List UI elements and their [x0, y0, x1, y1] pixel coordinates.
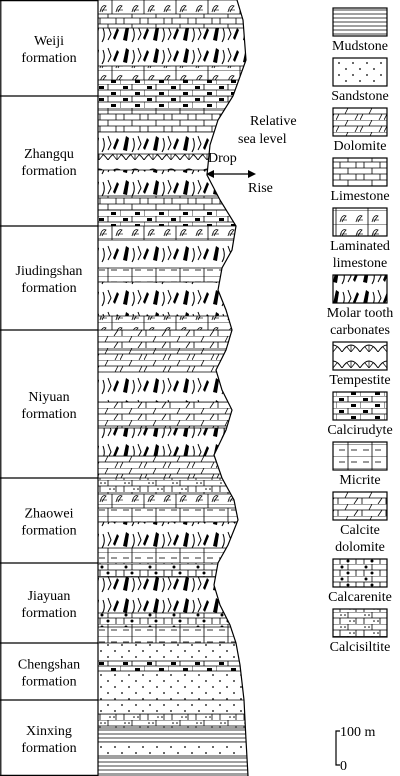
- legend-label: limestone: [333, 256, 387, 271]
- lithology-column: [98, 0, 249, 776]
- formation-name: Weiji: [34, 34, 64, 49]
- formation-name: Jiudingshan: [16, 264, 83, 279]
- legend-item-calcite-dolomite: Calcite dolomite: [332, 491, 388, 555]
- legend-swatch: [333, 58, 387, 86]
- formation-name: Zhangqu: [24, 147, 74, 162]
- legend-item-dolomite: Dolomite: [332, 107, 388, 154]
- sea-level-annotation: Relative sea level Drop Rise: [206, 114, 297, 196]
- legend-item-molar-tooth: Molar tooth carbonates: [327, 274, 394, 338]
- legend-label: Micrite: [339, 473, 380, 488]
- formation-names-column: WeijiformationZhangquformationJiudingsha…: [0, 0, 99, 776]
- legend-swatch: [333, 609, 387, 637]
- double-arrow-icon: [206, 170, 256, 178]
- legend-item-limestone: Limestone: [330, 157, 390, 204]
- legend-item-laminated-limestone: Laminated limestone: [330, 207, 390, 271]
- formation-name: Jiayuan: [28, 589, 71, 604]
- legend-label: Laminated: [330, 239, 390, 254]
- legend-label: carbonates: [330, 323, 390, 338]
- sea-level-title-line2: sea level: [238, 132, 287, 147]
- sea-level-curve: [206, 0, 249, 776]
- sea-level-title-line1: Relative: [250, 114, 297, 129]
- legend-item-mudstone: Mudstone: [332, 7, 388, 54]
- formation-suffix: formation: [21, 281, 76, 296]
- formation-suffix: formation: [21, 606, 76, 621]
- legend-item-calcisiltite: Calcisiltite: [330, 608, 391, 655]
- formation-name: Chengshan: [18, 658, 80, 673]
- legend: MudstoneSandstoneDolomiteLimestoneLamina…: [327, 7, 394, 655]
- legend-swatch: [333, 392, 387, 420]
- legend-swatch: [333, 158, 387, 186]
- legend-swatch: [333, 442, 387, 470]
- legend-label: Calcite: [340, 523, 380, 538]
- rise-label: Rise: [248, 181, 273, 196]
- scale-bar-icon: [335, 730, 340, 766]
- legend-swatch: [333, 8, 387, 36]
- legend-item-micrite: Micrite: [332, 441, 388, 488]
- legend-label: Limestone: [330, 189, 389, 204]
- legend-swatch: [333, 342, 387, 370]
- formation-name: Xinxing: [26, 724, 72, 739]
- legend-label: Dolomite: [334, 139, 387, 154]
- legend-swatch: [333, 559, 387, 587]
- scale-bar: 100 m 0: [335, 725, 376, 774]
- legend-label: Calcarenite: [328, 590, 392, 605]
- legend-swatch: [333, 208, 387, 236]
- scale-top-label: 100 m: [340, 725, 376, 740]
- legend-item-tempestite: Tempestite: [329, 341, 391, 388]
- legend-label: Calcisiltite: [330, 640, 391, 655]
- formation-suffix: formation: [21, 741, 76, 756]
- legend-label: Molar tooth: [327, 306, 394, 321]
- legend-item-sandstone: Sandstone: [331, 57, 389, 104]
- formation-suffix: formation: [21, 51, 76, 66]
- legend-label: Tempestite: [329, 373, 390, 388]
- formation-name: Zhaowei: [25, 507, 74, 522]
- legend-swatch: [333, 275, 387, 303]
- legend-label: Mudstone: [332, 39, 388, 54]
- legend-label: Sandstone: [331, 89, 389, 104]
- legend-label: dolomite: [335, 540, 385, 555]
- legend-swatch: [333, 492, 387, 520]
- formation-suffix: formation: [21, 164, 76, 179]
- legend-item-calcarenite: Calcarenite: [328, 558, 392, 605]
- formation-suffix: formation: [21, 675, 76, 690]
- formation-suffix: formation: [21, 524, 76, 539]
- formation-suffix: formation: [21, 407, 76, 422]
- legend-item-calcirudyte: Calcirudyte: [327, 391, 393, 438]
- formation-name: Niyuan: [28, 390, 69, 405]
- legend-label: Calcirudyte: [327, 423, 392, 438]
- legend-swatch: [333, 108, 387, 136]
- drop-label: Drop: [208, 151, 237, 166]
- scale-bottom-label: 0: [340, 759, 347, 774]
